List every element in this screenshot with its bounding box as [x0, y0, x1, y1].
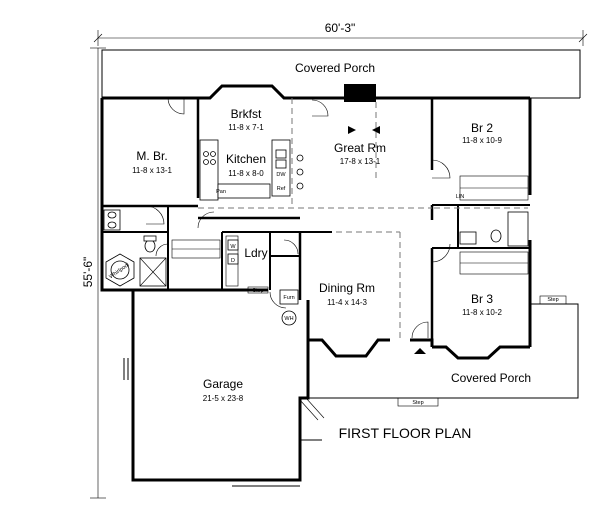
depth-dimension-line: [90, 47, 106, 499]
br2-size: 11-8 x 10-9: [462, 136, 502, 145]
width-dimension-line: [93, 30, 588, 46]
kitchen-size: 11-8 x 8-0: [228, 169, 264, 178]
pan-label: Pan: [216, 189, 226, 195]
garage-step-label: Step: [252, 288, 263, 294]
br3-step-label: Step: [547, 297, 558, 303]
opening-lines: [198, 98, 528, 338]
brkfst-size: 11-8 x 7-1: [228, 123, 264, 132]
br3-label: Br 3: [471, 292, 493, 306]
garage-label: Garage: [203, 377, 243, 391]
dw-label: DW: [276, 172, 286, 178]
dining-rm-size: 11-4 x 14-3: [327, 298, 367, 307]
closets: [171, 175, 529, 287]
porch-step-label: Step: [412, 400, 423, 406]
door-swings: [145, 97, 451, 339]
fixtures: [103, 126, 529, 354]
dryer-label: D: [231, 258, 235, 264]
great-rm-label: Great Rm: [334, 141, 386, 155]
great-rm-size: 17-8 x 13-1: [340, 157, 381, 166]
washer-label: W: [230, 244, 236, 250]
ref-label: Ref: [277, 186, 286, 192]
front-porch-label: Covered Porch: [451, 371, 531, 385]
depth-dimension-label: 55'-6": [81, 257, 95, 288]
brkfst-label: Brkfst: [231, 107, 262, 121]
rear-porch-label: Covered Porch: [295, 61, 375, 75]
plan-title: FIRST FLOOR PLAN: [339, 425, 472, 441]
master-br-size: 11-8 x 13-1: [132, 166, 172, 175]
lin-label: LIN: [456, 194, 465, 200]
dining-rm-label: Dining Rm: [319, 281, 375, 295]
garage-size: 21-5 x 23-8: [203, 394, 244, 403]
front-porch-outline: [299, 303, 579, 421]
furn-label: Furn: [283, 295, 294, 301]
wh-label: WH: [284, 316, 293, 322]
width-dimension-label: 60'-3": [325, 21, 356, 35]
interior-walls: [102, 98, 530, 347]
kitchen-label: Kitchen: [226, 152, 266, 166]
ldry-label: Ldry: [244, 246, 267, 260]
garage-edge-marks: [123, 358, 322, 487]
br3-size: 11-8 x 10-2: [462, 308, 502, 317]
br2-label: Br 2: [471, 121, 493, 135]
master-br-label: M. Br.: [136, 149, 167, 163]
